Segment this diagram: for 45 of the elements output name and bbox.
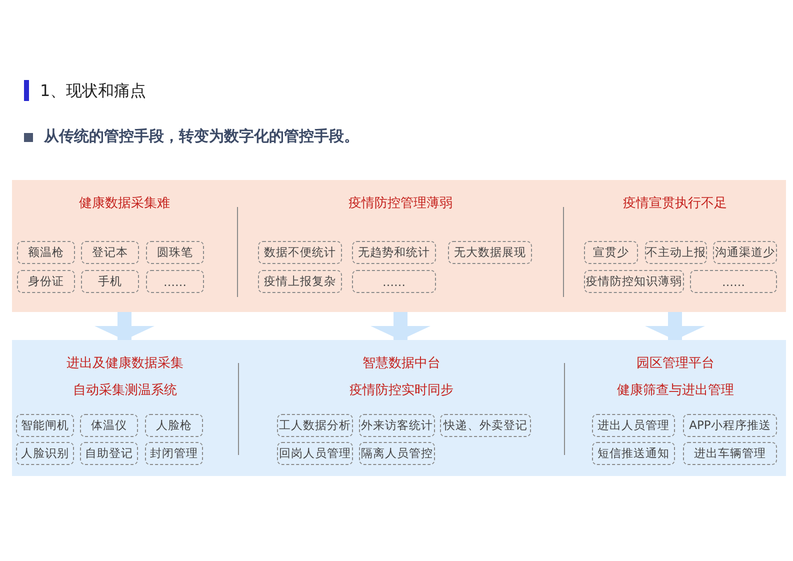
column-heading: 进出及健康数据采集 <box>66 355 184 372</box>
tag-label: 自助登记 <box>80 442 138 465</box>
tag-label: 数据不便统计 <box>258 241 342 264</box>
tag-label: 疫情防控知识薄弱 <box>584 270 684 293</box>
column-heading: 疫情防控实时同步 <box>348 382 454 399</box>
tag-label: 疫情上报复杂 <box>258 270 342 293</box>
subtitle: 从传统的管控手段，转变为数字化的管控手段。 <box>44 127 359 146</box>
column-heading: 疫情宣贯执行不足 <box>622 195 728 212</box>
tag-label: 人脸识别 <box>16 442 74 465</box>
column-heading: 健康数据采集难 <box>78 195 171 212</box>
tag-label: 进出人员管理 <box>592 414 675 437</box>
tag-label: 快递、外卖登记 <box>440 414 531 437</box>
tag-label: 人脸枪 <box>145 414 203 437</box>
tag-label: …… <box>352 270 436 293</box>
column-heading: 健康筛查与进出管理 <box>616 382 735 399</box>
tag-label: 进出车辆管理 <box>683 442 777 465</box>
tag-label: 宣贯少 <box>584 241 638 264</box>
tag-label: 手机 <box>81 270 139 293</box>
column-heading: 园区管理平台 <box>636 355 716 372</box>
tag-label: 沟通渠道少 <box>713 241 777 264</box>
tag-label: 无大数据展现 <box>448 241 532 264</box>
arrow <box>370 312 430 340</box>
tag-label: 工人数据分析 <box>277 414 353 437</box>
tag-label: 智能闸机 <box>16 414 74 437</box>
tag-label: 短信推送通知 <box>592 442 675 465</box>
tag-label: 封闭管理 <box>145 442 203 465</box>
tag-label: 额温枪 <box>17 241 75 264</box>
tag-label: APP小程序推送 <box>683 414 777 437</box>
column-heading: 智慧数据中台 <box>362 355 442 372</box>
tag-label: …… <box>690 270 777 293</box>
tag-label: 登记本 <box>81 241 139 264</box>
tag-label: 无趋势和统计 <box>352 241 436 264</box>
column-heading: 疫情防控管理薄弱 <box>348 195 454 212</box>
tag-label: 身份证 <box>17 270 75 293</box>
tag-label: 体温仪 <box>80 414 138 437</box>
tag-label: 圆珠笔 <box>146 241 204 264</box>
column-heading: 自动采集测温系统 <box>72 382 178 399</box>
arrow <box>94 312 154 340</box>
title: 1、现状和痛点 <box>40 81 146 102</box>
tag-label: …… <box>146 270 204 293</box>
arrow <box>645 312 705 340</box>
tag-label: 外来访客统计 <box>359 414 435 437</box>
tag-label: 回岗人员管理 <box>277 442 353 465</box>
tag-label: 不主动上报 <box>645 241 707 264</box>
tag-label: 隔离人员管控 <box>359 442 435 465</box>
